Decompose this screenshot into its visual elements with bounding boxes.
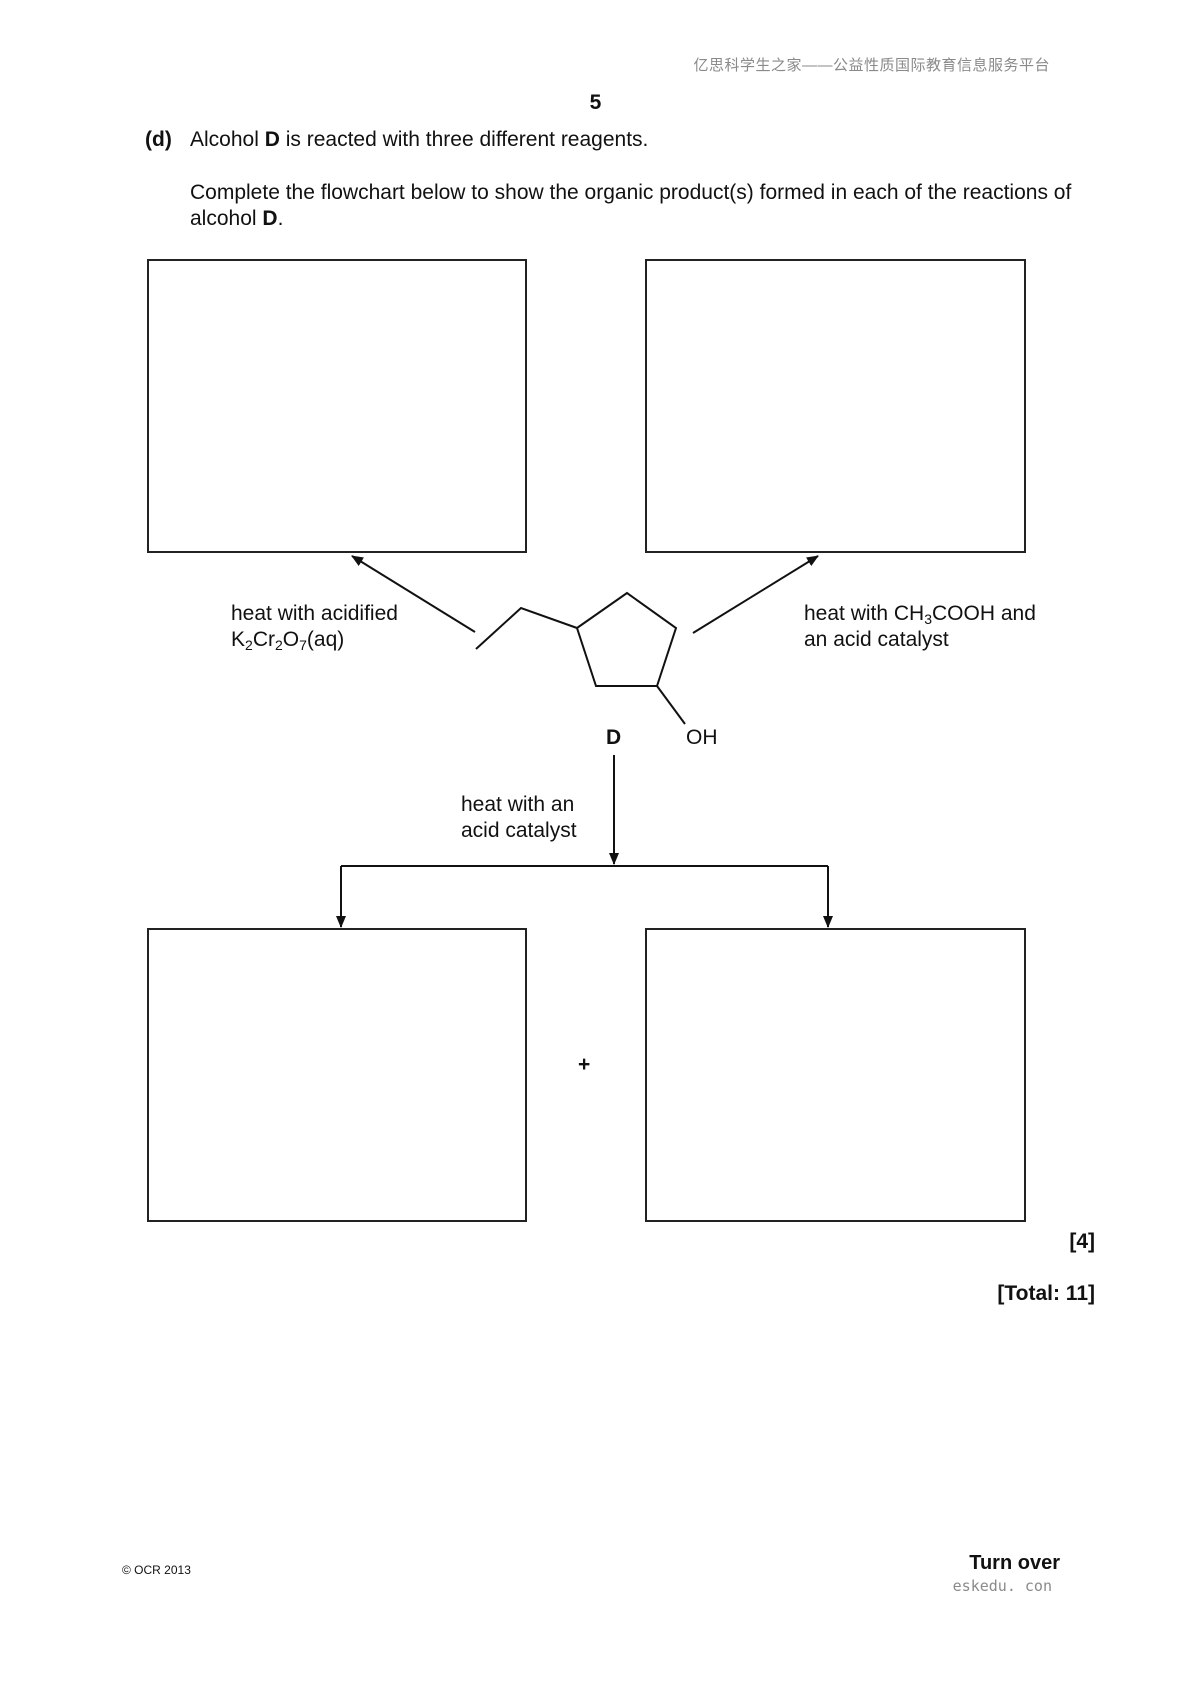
reagent-ester-line1: heat with CH3COOH and	[804, 602, 1036, 627]
stem-bold-d: D	[264, 128, 280, 151]
reagent-ester-label: heat with CH3COOH and an acid catalyst	[804, 601, 1036, 653]
reagent-dehydration-label: heat with an acid catalyst	[461, 792, 577, 844]
question-part-label: (d)	[145, 128, 172, 151]
reagent-oxidation-formula: K2Cr2O7(aq)	[231, 628, 345, 653]
part-marks: [4]	[1069, 1230, 1095, 1253]
reagent-ester-line2: an acid catalyst	[804, 628, 949, 651]
instruction-prefix: Complete the flowchart below to show the…	[190, 181, 1072, 230]
question-instruction: Complete the flowchart below to show the…	[190, 180, 1110, 232]
cyclopentane-ring	[575, 591, 678, 687]
molecule-label-d: D	[606, 726, 622, 749]
copyright-text: © OCR 2013	[122, 1563, 191, 1577]
molecule-d-structure	[475, 591, 686, 725]
oh-bond	[656, 685, 686, 725]
plus-sign: +	[578, 1053, 591, 1076]
answer-box-ester[interactable]	[645, 259, 1026, 553]
turn-over-text: Turn over	[969, 1552, 1060, 1574]
ethyl-chain	[475, 606, 578, 650]
instruction-bold-d: D	[262, 207, 278, 230]
reagent-dehydration-line2: acid catalyst	[461, 819, 577, 842]
page-number: 5	[589, 91, 602, 114]
arrow-to-oxidation-box	[351, 555, 476, 633]
instruction-suffix: .	[277, 207, 284, 230]
answer-box-dehydration-product-2[interactable]	[645, 928, 1026, 1222]
oh-group-label: OH	[686, 726, 718, 749]
reagent-oxidation-line1: heat with acidified	[231, 602, 398, 625]
reagent-oxidation-label: heat with acidified K2Cr2O7(aq)	[231, 601, 398, 653]
stem-suffix: is reacted with three different reagents…	[279, 128, 649, 151]
site-watermark: eskedu. con	[952, 1577, 1052, 1595]
answer-box-dehydration-product-1[interactable]	[147, 928, 527, 1222]
question-stem: Alcohol D is reacted with three differen…	[190, 128, 648, 152]
answer-box-oxidation[interactable]	[147, 259, 527, 553]
arrow-to-ester-box	[692, 555, 819, 634]
reagent-dehydration-line1: heat with an	[461, 793, 575, 816]
stem-prefix: Alcohol	[190, 128, 265, 151]
watermark-text: 亿思科学生之家——公益性质国际教育信息服务平台	[693, 57, 1050, 74]
total-marks: [Total: 11]	[997, 1282, 1095, 1305]
